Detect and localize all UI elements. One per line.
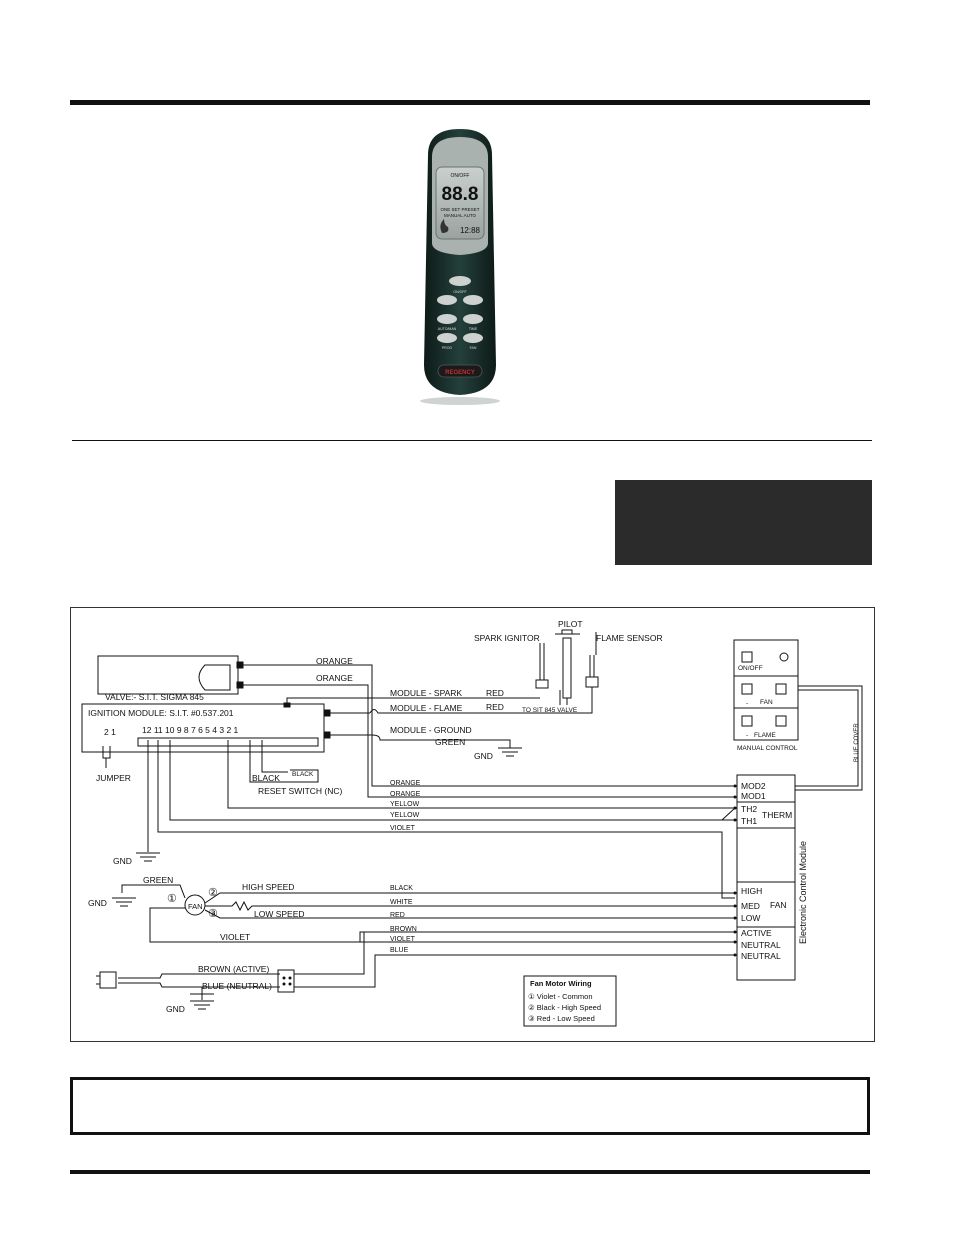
green-ground-label: GREEN <box>435 737 465 747</box>
black-switch-label: BLACK <box>292 771 314 778</box>
wire-violet-label: VIOLET <box>390 825 416 832</box>
low-speed-label: LOW SPEED <box>254 909 305 919</box>
module-spark-label: MODULE - SPARK <box>390 688 462 698</box>
fan-motor-row-1: ① Violet - Common <box>528 992 593 1001</box>
lcd-row3: MANUAL AUTO <box>444 213 477 218</box>
heading-block <box>615 480 872 565</box>
top-rule <box>70 100 870 105</box>
brand-badge <box>437 364 483 378</box>
note-box <box>70 1077 870 1135</box>
fan-control-label: FAN <box>760 699 773 706</box>
minus-button[interactable] <box>463 295 483 305</box>
reset-switch-label: RESET SWITCH (NC) <box>258 786 343 796</box>
wire-white-label: WHITE <box>390 899 413 906</box>
wire-yellow-label-1: YELLOW <box>390 801 420 808</box>
manual-control-label: MANUAL CONTROL <box>737 745 798 752</box>
violet-left-label: VIOLET <box>220 932 250 942</box>
jumper-label: JUMPER <box>96 773 131 783</box>
automan-button[interactable] <box>437 314 457 324</box>
med-label: MED <box>741 901 760 911</box>
module-flame-label: MODULE - FLAME <box>390 703 463 713</box>
brand-logo-text: REGENCY <box>445 370 475 376</box>
high-label: HIGH <box>741 886 762 896</box>
module-ground-label: MODULE - GROUND <box>390 725 472 735</box>
mod2-label: MOD2 <box>741 781 766 791</box>
low-label: LOW <box>741 913 760 923</box>
fan-motor-row-2: ② Black - High Speed <box>528 1003 601 1012</box>
fan-motor-label: FAN <box>188 902 203 911</box>
lcd-digits: 88.8 <box>442 184 479 205</box>
jumper-pins-label: 2 1 <box>104 727 116 737</box>
fan-label: FAN <box>470 346 477 350</box>
wire-blue-label: BLUE <box>390 947 409 954</box>
flame-sensor-label: FLAME SENSOR <box>596 633 663 643</box>
on-off-control-label: ON/OFF <box>738 665 763 672</box>
gnd-label-1: GND <box>113 856 132 866</box>
circle-2: ② <box>208 887 218 899</box>
orange-wire-label-2: ORANGE <box>316 673 353 683</box>
gnd-label-module: GND <box>474 751 493 761</box>
bottom-rule <box>70 1170 870 1174</box>
mod1-label: MOD1 <box>741 791 766 801</box>
prog-label: PROG <box>442 346 453 350</box>
automan-label: AUTO/MAN <box>438 327 457 331</box>
spark-ignitor-label: SPARK IGNITOR <box>474 633 540 643</box>
black-wire-label: BLACK <box>252 773 280 783</box>
ignition-module-label: IGNITION MODULE: S.I.T. #0.537.201 <box>88 708 234 718</box>
wire-brown-label: BROWN <box>390 926 417 933</box>
onoff-button-label: ON/OFF <box>453 290 466 294</box>
fan-group-label: FAN <box>770 900 787 910</box>
active-label: ACTIVE <box>741 928 772 938</box>
th1-label: TH1 <box>741 816 757 826</box>
green-fan-label: GREEN <box>143 875 173 885</box>
to-valve-label: TO SIT 845 VALVE <box>522 707 578 714</box>
lcd-time: 12:88 <box>460 226 481 235</box>
blue-cover-label: BLUE COVER <box>854 723 860 762</box>
flame-control-label: FLAME <box>754 732 776 739</box>
wire-black-label: BLACK <box>390 885 413 892</box>
red-wire-label-1: RED <box>486 688 504 698</box>
plus-button[interactable] <box>437 295 457 305</box>
brown-active-label: BROWN (ACTIVE) <box>198 964 269 974</box>
time-button[interactable] <box>463 314 483 324</box>
gnd-label-plug: GND <box>166 1004 185 1014</box>
wire-red-label: RED <box>390 912 405 919</box>
wire-orange-label-2: ORANGE <box>390 791 421 798</box>
neutral-label-2: NEUTRAL <box>741 951 781 961</box>
lcd-row2: ONE SET PRESET <box>441 207 480 212</box>
circle-3: ③ <box>208 908 218 920</box>
fan-motor-row-3: ③ Red - Low Speed <box>528 1014 595 1023</box>
fan-minus-label: - <box>746 700 748 707</box>
fan-button[interactable] <box>463 333 483 343</box>
neutral-label-1: NEUTRAL <box>741 940 781 950</box>
fan-motor-wiring-title: Fan Motor Wiring <box>530 979 592 988</box>
blue-neutral-label: BLUE (NEUTRAL) <box>202 981 272 991</box>
valve-label: VALVE:- S.I.T. SIGMA 845 <box>105 692 204 702</box>
wire-yellow-label-2: YELLOW <box>390 812 420 819</box>
terminal-numbers: 12 11 10 9 8 7 6 5 4 3 2 1 <box>142 725 239 735</box>
ecm-label: Electronic Control Module <box>798 841 808 944</box>
wiring-diagram-frame <box>70 607 875 1042</box>
onoff-button[interactable] <box>449 276 471 286</box>
gnd-label-fan: GND <box>88 898 107 908</box>
flame-minus-label: - <box>746 732 748 739</box>
orange-wire-label-1: ORANGE <box>316 656 353 666</box>
red-wire-label-2: RED <box>486 702 504 712</box>
wire-orange-label-1: ORANGE <box>390 780 421 787</box>
circle-1: ① <box>167 893 177 905</box>
flame-icon <box>440 219 449 233</box>
prog-button[interactable] <box>437 333 457 343</box>
therm-label: THERM <box>762 810 792 820</box>
pilot-label: PILOT <box>558 619 583 629</box>
high-speed-label: HIGH SPEED <box>242 882 294 892</box>
time-label: TIME <box>469 327 478 331</box>
section-divider <box>72 440 872 441</box>
lcd-top-text: ON/OFF <box>451 173 470 179</box>
th2-label: TH2 <box>741 804 757 814</box>
remote-control-image: ON/OFF 88.8 ONE SET PRESET MANUAL AUTO 1… <box>420 129 500 405</box>
wire-violet2-label: VIOLET <box>390 936 416 943</box>
